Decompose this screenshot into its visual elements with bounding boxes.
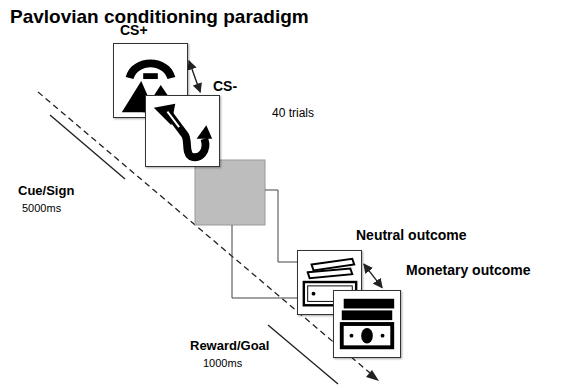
- double-arrow: [364, 264, 382, 288]
- phase-name: Cue/Sign: [18, 183, 74, 198]
- time-axis-head: [366, 370, 379, 381]
- diagram-title: Pavlovian conditioning paradigm: [10, 6, 309, 28]
- trial-count: 40 trials: [272, 106, 314, 120]
- stimulus-icon: [146, 96, 219, 166]
- interval-line: [265, 190, 297, 262]
- duration: 1000ms: [203, 357, 242, 369]
- phase-name: Reward/Goal: [190, 338, 269, 353]
- stimulus-label: CS-: [213, 78, 237, 94]
- reward-duration-bracket: [268, 325, 338, 384]
- stimulus-label: CS+: [120, 22, 148, 38]
- duration: 5000ms: [22, 202, 61, 214]
- grey-interval-square: [195, 160, 265, 225]
- stimulus-label: Monetary outcome: [406, 262, 530, 278]
- time-axis: [38, 92, 370, 373]
- stimulus-image: Monetary outcome: [333, 290, 401, 358]
- stimulus-label: Neutral outcome: [356, 227, 466, 243]
- stimulus-image: CS-: [145, 95, 220, 167]
- double-arrow: [189, 61, 200, 92]
- stimulus-icon: [334, 291, 400, 357]
- cue-duration-bracket: [50, 115, 125, 179]
